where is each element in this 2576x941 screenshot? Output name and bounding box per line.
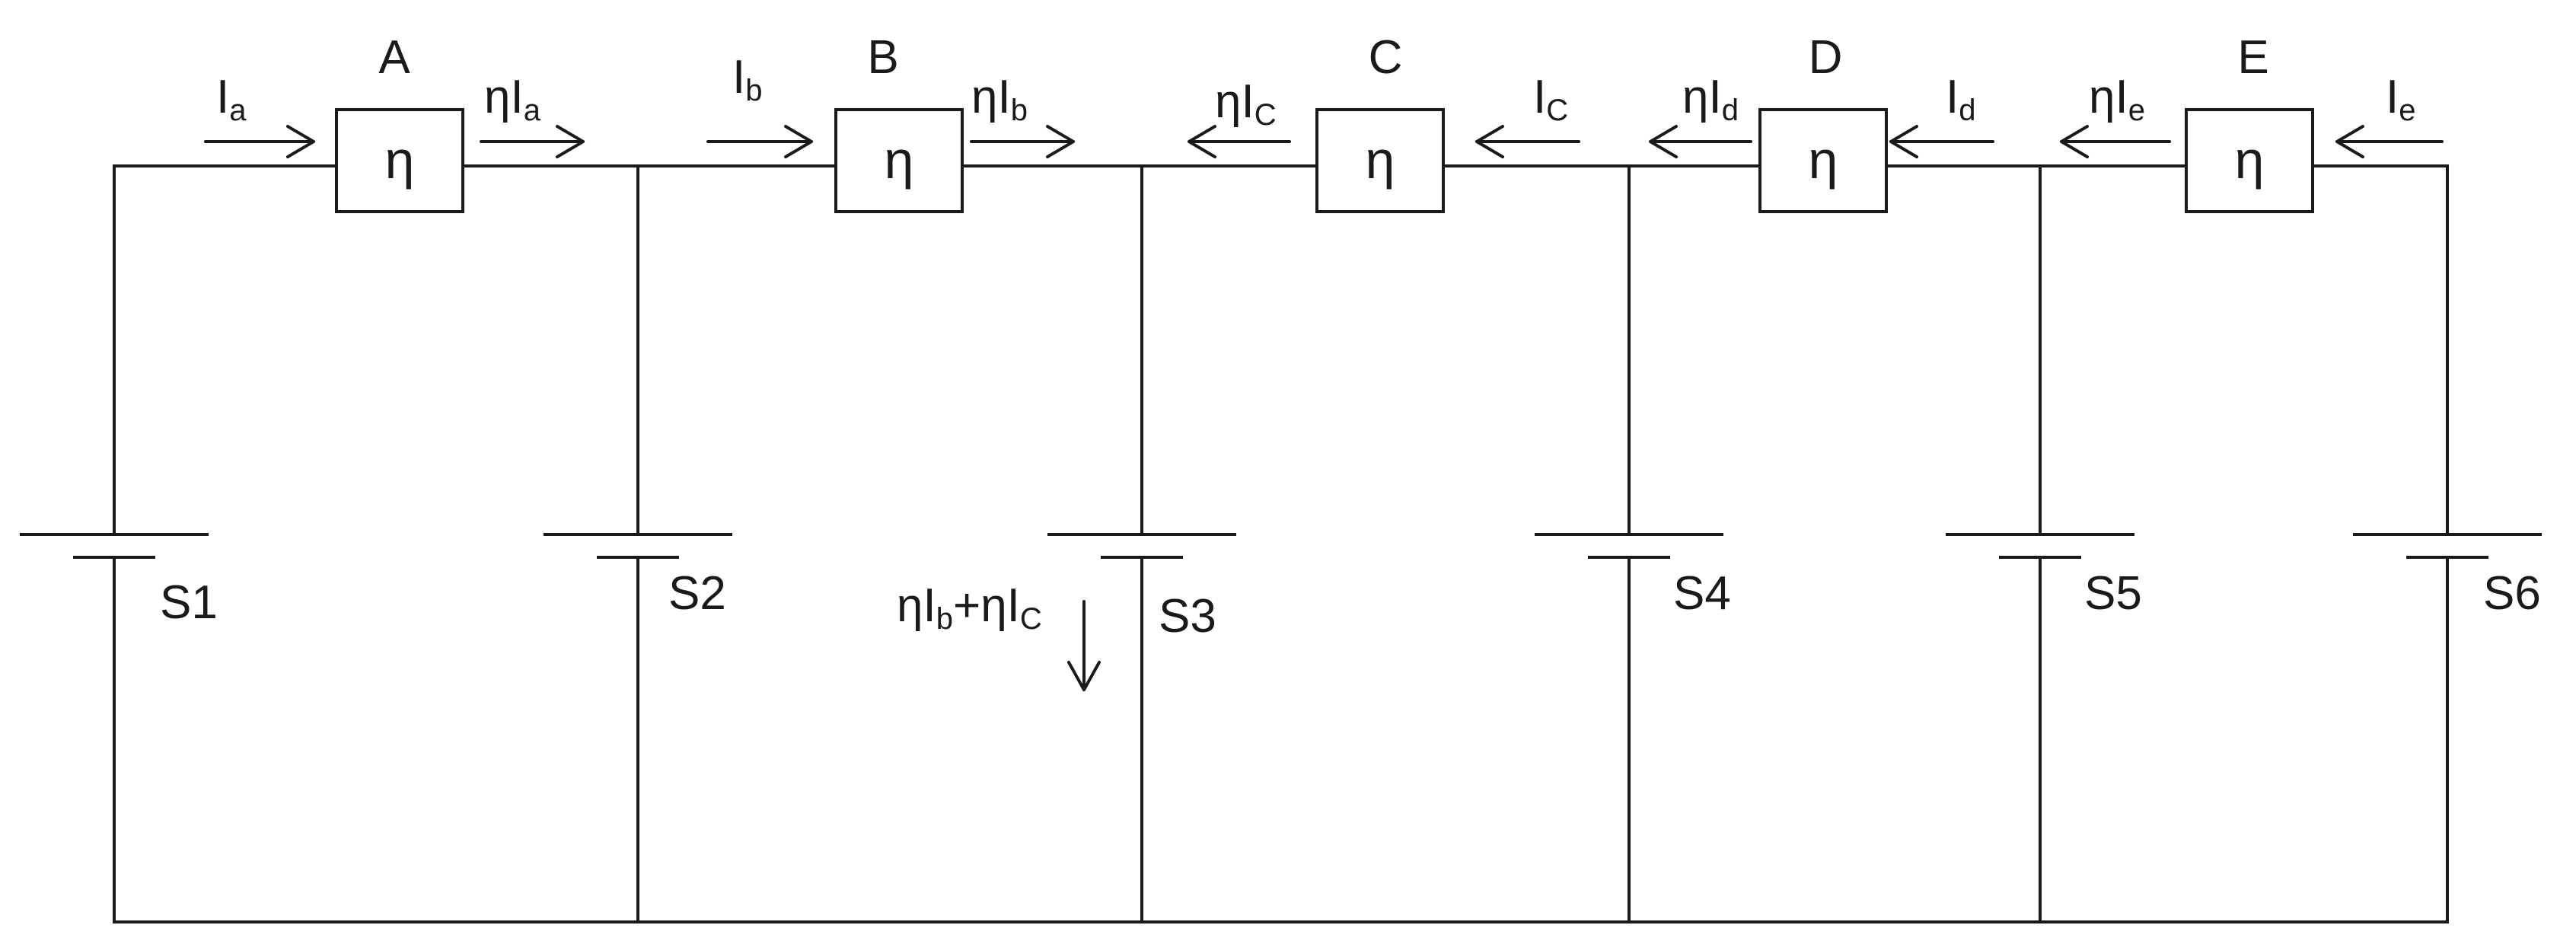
converter-d: η D bbox=[1758, 31, 1888, 213]
converter-e-label: E bbox=[2237, 31, 2268, 84]
converter-a-label: A bbox=[378, 31, 410, 84]
converter-a-symbol: η bbox=[385, 130, 415, 190]
current-label-s3-sum: ηIb+ηIC bbox=[897, 579, 1042, 636]
current-label-e-in: Ie bbox=[2386, 71, 2415, 127]
arrow-left-d-out bbox=[1649, 125, 1752, 158]
converter-b-symbol: η bbox=[885, 130, 914, 190]
arrow-right-b-out bbox=[970, 125, 1075, 158]
current-label-b-out: ηIb bbox=[971, 71, 1028, 127]
arrow-down-s3 bbox=[1067, 600, 1101, 691]
battery-s6: S6 bbox=[2353, 533, 2542, 620]
battery-s3: S3 bbox=[1047, 533, 1236, 643]
current-label-c-out: ηIC bbox=[1215, 75, 1277, 132]
arrow-right-b-in bbox=[706, 125, 813, 158]
battery-label-s5: S5 bbox=[2084, 567, 2142, 620]
current-label-c-in: IC bbox=[1533, 71, 1568, 127]
converter-e: η E bbox=[2185, 31, 2314, 213]
battery-s4: S4 bbox=[1535, 533, 1731, 620]
arrow-right-a-out bbox=[480, 125, 585, 158]
converter-c-symbol: η bbox=[1366, 130, 1395, 190]
arrow-left-e-in bbox=[2335, 125, 2444, 158]
current-label-a-in: Ia bbox=[216, 71, 247, 127]
converter-c: η C bbox=[1315, 31, 1445, 213]
battery-s5: S5 bbox=[1946, 533, 2142, 620]
converter-b: η B bbox=[834, 31, 964, 213]
battery-label-s1: S1 bbox=[160, 576, 218, 629]
converter-d-symbol: η bbox=[1809, 130, 1838, 190]
arrow-left-c-out bbox=[1188, 125, 1291, 158]
arrow-right-a-in bbox=[204, 125, 315, 158]
battery-label-s4: S4 bbox=[1673, 567, 1731, 620]
battery-label-s6: S6 bbox=[2483, 567, 2541, 620]
converter-e-symbol: η bbox=[2235, 130, 2265, 190]
battery-s1: S1 bbox=[20, 533, 218, 629]
arrow-left-e-out bbox=[2060, 125, 2171, 158]
arrow-left-d-in bbox=[1889, 125, 1994, 158]
current-label-d-out: ηId bbox=[1682, 71, 1739, 127]
converter-a: η A bbox=[335, 31, 464, 213]
current-label-d-in: Id bbox=[1946, 71, 1975, 127]
converter-c-label: C bbox=[1369, 31, 1403, 84]
arrow-left-c-in bbox=[1475, 125, 1580, 158]
battery-label-s2: S2 bbox=[668, 567, 726, 620]
current-label-a-out: ηIa bbox=[484, 71, 541, 127]
battery-s2: S2 bbox=[544, 533, 732, 620]
converter-d-label: D bbox=[1809, 31, 1843, 84]
current-label-e-out: ηIe bbox=[2089, 71, 2145, 127]
current-label-b-in: Ib bbox=[732, 51, 762, 107]
battery-label-s3: S3 bbox=[1159, 590, 1216, 643]
converter-b-label: B bbox=[867, 31, 898, 84]
